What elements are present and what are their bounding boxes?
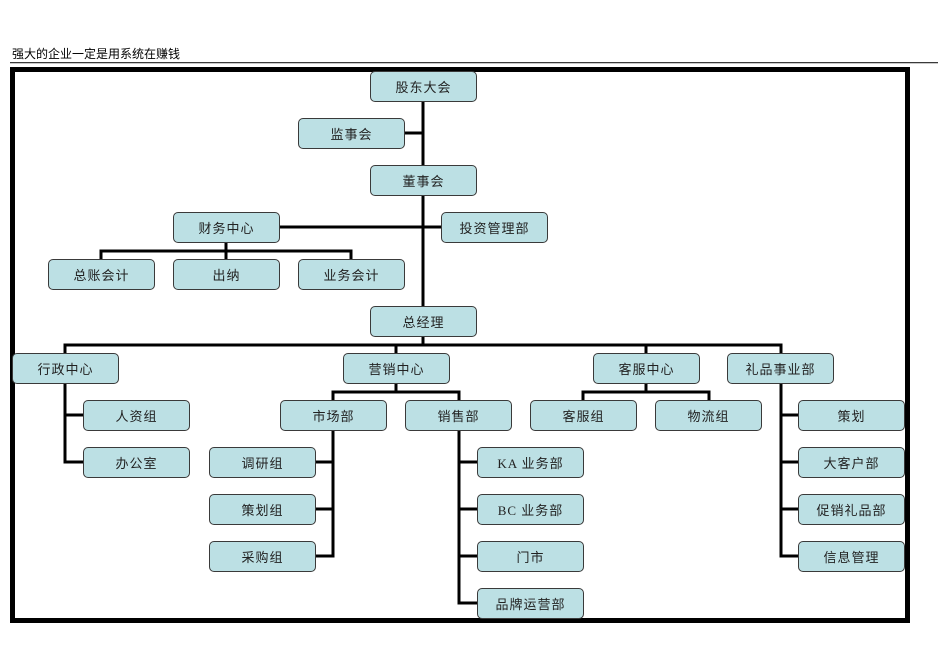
node-label: 信息管理: [823, 550, 880, 565]
org-node-shareholders-meeting: 股东大会: [370, 71, 477, 102]
org-node-general-manager: 总经理: [370, 306, 477, 337]
org-node-hr-group: 人资组: [83, 400, 190, 431]
node-label: 董事会: [402, 174, 445, 189]
org-node-administration-center: 行政中心: [12, 353, 119, 384]
org-node-customer-service-center: 客服中心: [593, 353, 700, 384]
node-label: 投资管理部: [459, 221, 530, 236]
org-node-finance-center: 财务中心: [173, 212, 280, 243]
org-node-promotional-gifts: 促销礼品部: [798, 494, 905, 525]
node-label: 财务中心: [198, 221, 255, 236]
org-node-planning-group: 策划组: [209, 494, 316, 525]
node-label: 监事会: [330, 127, 373, 142]
org-node-business-accounting: 业务会计: [298, 259, 405, 290]
org-node-office: 办公室: [83, 447, 190, 478]
node-label: 总经理: [402, 315, 445, 330]
node-label: 门市: [516, 550, 545, 565]
node-label: 业务会计: [323, 268, 380, 283]
org-node-marketing-center: 营销中心: [343, 353, 450, 384]
node-label: 营销中心: [368, 362, 425, 377]
node-label: 股东大会: [395, 80, 452, 95]
org-node-sales-department: 销售部: [405, 400, 512, 431]
org-node-purchasing-group: 采购组: [209, 541, 316, 572]
org-node-ka-business-department: KA 业务部: [477, 447, 584, 478]
node-label: 人资组: [115, 409, 158, 424]
node-label: 采购组: [241, 550, 284, 565]
org-node-board-of-supervisors: 监事会: [298, 118, 405, 149]
node-label: 客服中心: [618, 362, 675, 377]
org-node-logistics-group: 物流组: [655, 400, 762, 431]
node-label: 调研组: [241, 456, 284, 471]
node-label: 行政中心: [37, 362, 94, 377]
org-node-key-accounts: 大客户部: [798, 447, 905, 478]
node-label: 品牌运营部: [495, 597, 566, 612]
node-label: 策划: [837, 409, 866, 424]
node-label: BC 业务部: [497, 503, 564, 518]
org-node-bc-business-department: BC 业务部: [477, 494, 584, 525]
org-node-information-management: 信息管理: [798, 541, 905, 572]
node-label: 大客户部: [823, 456, 880, 471]
node-label: 物流组: [687, 409, 730, 424]
node-label: 总账会计: [73, 268, 130, 283]
node-label: 促销礼品部: [816, 503, 887, 518]
org-node-market-department: 市场部: [280, 400, 387, 431]
org-node-research-group: 调研组: [209, 447, 316, 478]
node-label: KA 业务部: [497, 456, 564, 471]
org-node-retail-store: 门市: [477, 541, 584, 572]
node-label: 出纳: [212, 268, 241, 283]
node-label: 销售部: [437, 409, 480, 424]
org-node-planning: 策划: [798, 400, 905, 431]
org-node-gift-business-division: 礼品事业部: [727, 353, 834, 384]
org-node-general-ledger-accounting: 总账会计: [48, 259, 155, 290]
org-node-customer-service-group: 客服组: [530, 400, 637, 431]
org-node-investment-management: 投资管理部: [441, 212, 548, 243]
org-node-board-of-directors: 董事会: [370, 165, 477, 196]
header-divider: [10, 62, 938, 64]
node-label: 客服组: [562, 409, 605, 424]
node-label: 策划组: [241, 503, 284, 518]
node-label: 市场部: [312, 409, 355, 424]
org-node-cashier: 出纳: [173, 259, 280, 290]
node-label: 办公室: [115, 456, 158, 471]
page-title: 强大的企业一定是用系统在赚钱: [12, 47, 181, 61]
org-node-brand-operations: 品牌运营部: [477, 588, 584, 619]
node-label: 礼品事业部: [745, 362, 816, 377]
